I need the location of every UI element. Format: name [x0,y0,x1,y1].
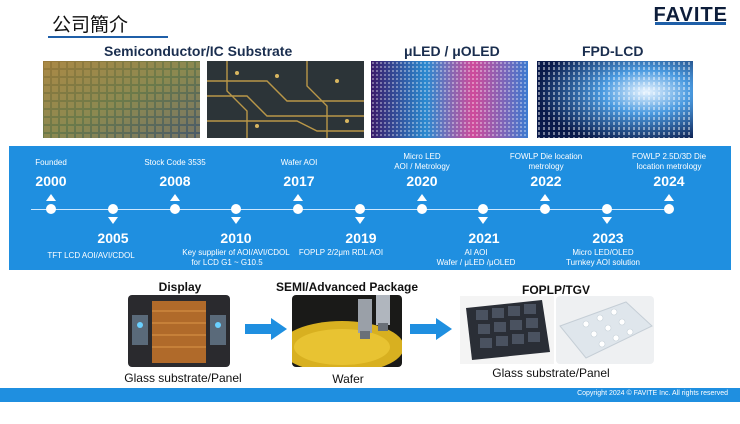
wafer-package-image [292,295,402,367]
milestone-year: 2023 [592,230,624,246]
timeline-dot [664,204,674,214]
timeline-dot [293,204,303,214]
milestone-marker-up [170,194,180,201]
milestone-marker-up [293,194,303,201]
milestone-desc: Wafer AOI [280,158,318,167]
timeline-axis [31,209,669,210]
timeline-dot [231,204,241,214]
copyright-text: Copyright 2024 © FAVITE Inc. All rights … [577,390,728,397]
milestone-year: 2005 [97,230,129,246]
timeline-dot [417,204,427,214]
milestone-desc: Turnkey AOI solution [566,258,640,267]
timeline-dot [355,204,365,214]
milestone-year: 2017 [283,173,315,189]
company-logo: FAVITE [653,4,728,27]
section-title-microled: μLED / μOLED [404,43,500,59]
milestone-desc: Micro LED/OLED [572,248,634,257]
package-title-foplp: FOPLP/TGV [521,283,591,297]
milestone-desc: AOI / Metrology [394,162,450,171]
milestone-year: 2000 [35,173,67,189]
milestone-marker-up [540,194,550,201]
milestone-marker-down [231,217,241,224]
milestone-marker-down [478,217,488,224]
wafer-image [43,61,200,138]
milestone-marker-up [417,194,427,201]
footer-bar: Copyright 2024 © FAVITE Inc. All rights … [0,388,740,402]
microled-image [371,61,528,138]
package-caption-wafer: Wafer [332,372,364,386]
milestone-year: 2010 [220,230,252,246]
milestone-desc: Stock Code 3535 [144,158,206,167]
milestone-desc: TFT LCD AOI/AVI/CDOL [47,251,135,260]
milestone-desc: metrology [528,162,564,171]
milestone-year: 2008 [159,173,191,189]
logo-text: FAVITE [653,4,728,26]
milestone-desc: for LCD G1 ~ G10.5 [191,258,263,267]
package-title-display: Display [158,280,202,294]
milestone-desc: Wafer / μLED /μOLED [436,258,516,267]
fpd-lcd-image [537,61,693,138]
section-title-fpd-lcd: FPD-LCD [582,43,644,59]
glass-panel-image [460,296,554,364]
milestone-year: 2024 [653,173,685,189]
package-caption-glass: Glass substrate/Panel [492,366,610,380]
milestone-desc: FOPLP 2/2μm RDL AOI [298,248,384,257]
page-title: 公司簡介 [52,14,129,36]
milestone-desc: Micro LED [403,152,441,161]
timeline-dot [478,204,488,214]
milestone-desc: location metrology [636,162,702,171]
milestone-desc: FOWLP 2.5D/3D Die [631,152,707,161]
timeline-dot [602,204,612,214]
milestone-year: 2021 [468,230,500,246]
milestone-marker-down [602,217,612,224]
section-title-semiconductor: Semiconductor/IC Substrate [104,43,293,59]
arrow-right-icon [245,318,287,340]
timeline-dot [540,204,550,214]
milestone-desc: Founded [35,158,67,167]
milestone-desc: FOWLP Die location [509,152,583,161]
milestone-year: 2020 [406,173,438,189]
milestone-marker-down [108,217,118,224]
milestone-desc: AI AOI [464,248,488,257]
package-title-semi: SEMI/Advanced Package [275,280,419,294]
milestone-marker-down [355,217,365,224]
timeline-dot [108,204,118,214]
package-caption-display: Glass substrate/Panel [124,371,242,385]
display-panel-image [128,295,230,367]
arrow-right-icon [410,318,452,340]
pcb-substrate-image [207,61,364,138]
milestone-marker-up [46,194,56,201]
timeline-dot [46,204,56,214]
milestone-year: 2022 [530,173,562,189]
milestone-marker-up [664,194,674,201]
tgv-glass-image [556,296,654,364]
title-underline [48,36,168,38]
timeline-dot [170,204,180,214]
milestone-year: 2019 [345,230,377,246]
company-timeline: 2000 Founded 2008 Stock Code 3535 2017 W… [9,146,731,270]
milestone-desc: Key supplier of AOI/AVI/CDOL [182,248,290,257]
